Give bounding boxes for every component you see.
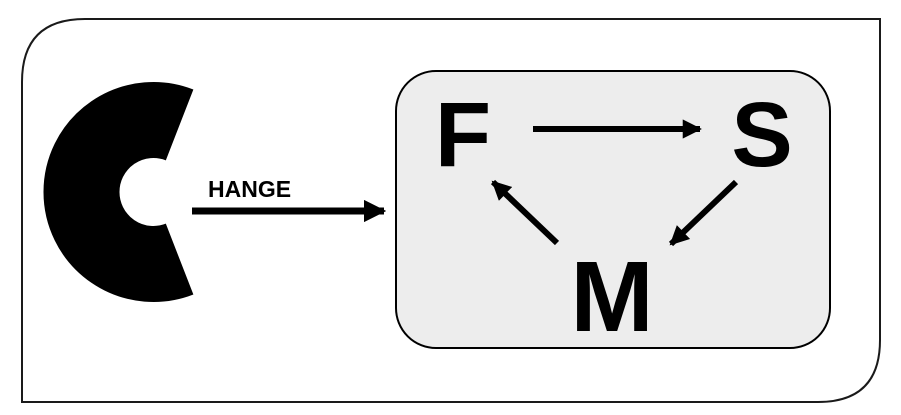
- node-m-label: M: [570, 241, 653, 353]
- logo-suffix-text: HANGE: [208, 176, 291, 202]
- outer-frame: [21, 18, 881, 403]
- cycle-panel: [395, 70, 831, 349]
- arrow-m-to-f: [490, 179, 560, 246]
- arrow-s-to-m: [668, 179, 739, 247]
- node-f-label: F: [435, 84, 491, 186]
- node-s-label: S: [731, 84, 792, 186]
- logo-c-shape: [43, 82, 194, 302]
